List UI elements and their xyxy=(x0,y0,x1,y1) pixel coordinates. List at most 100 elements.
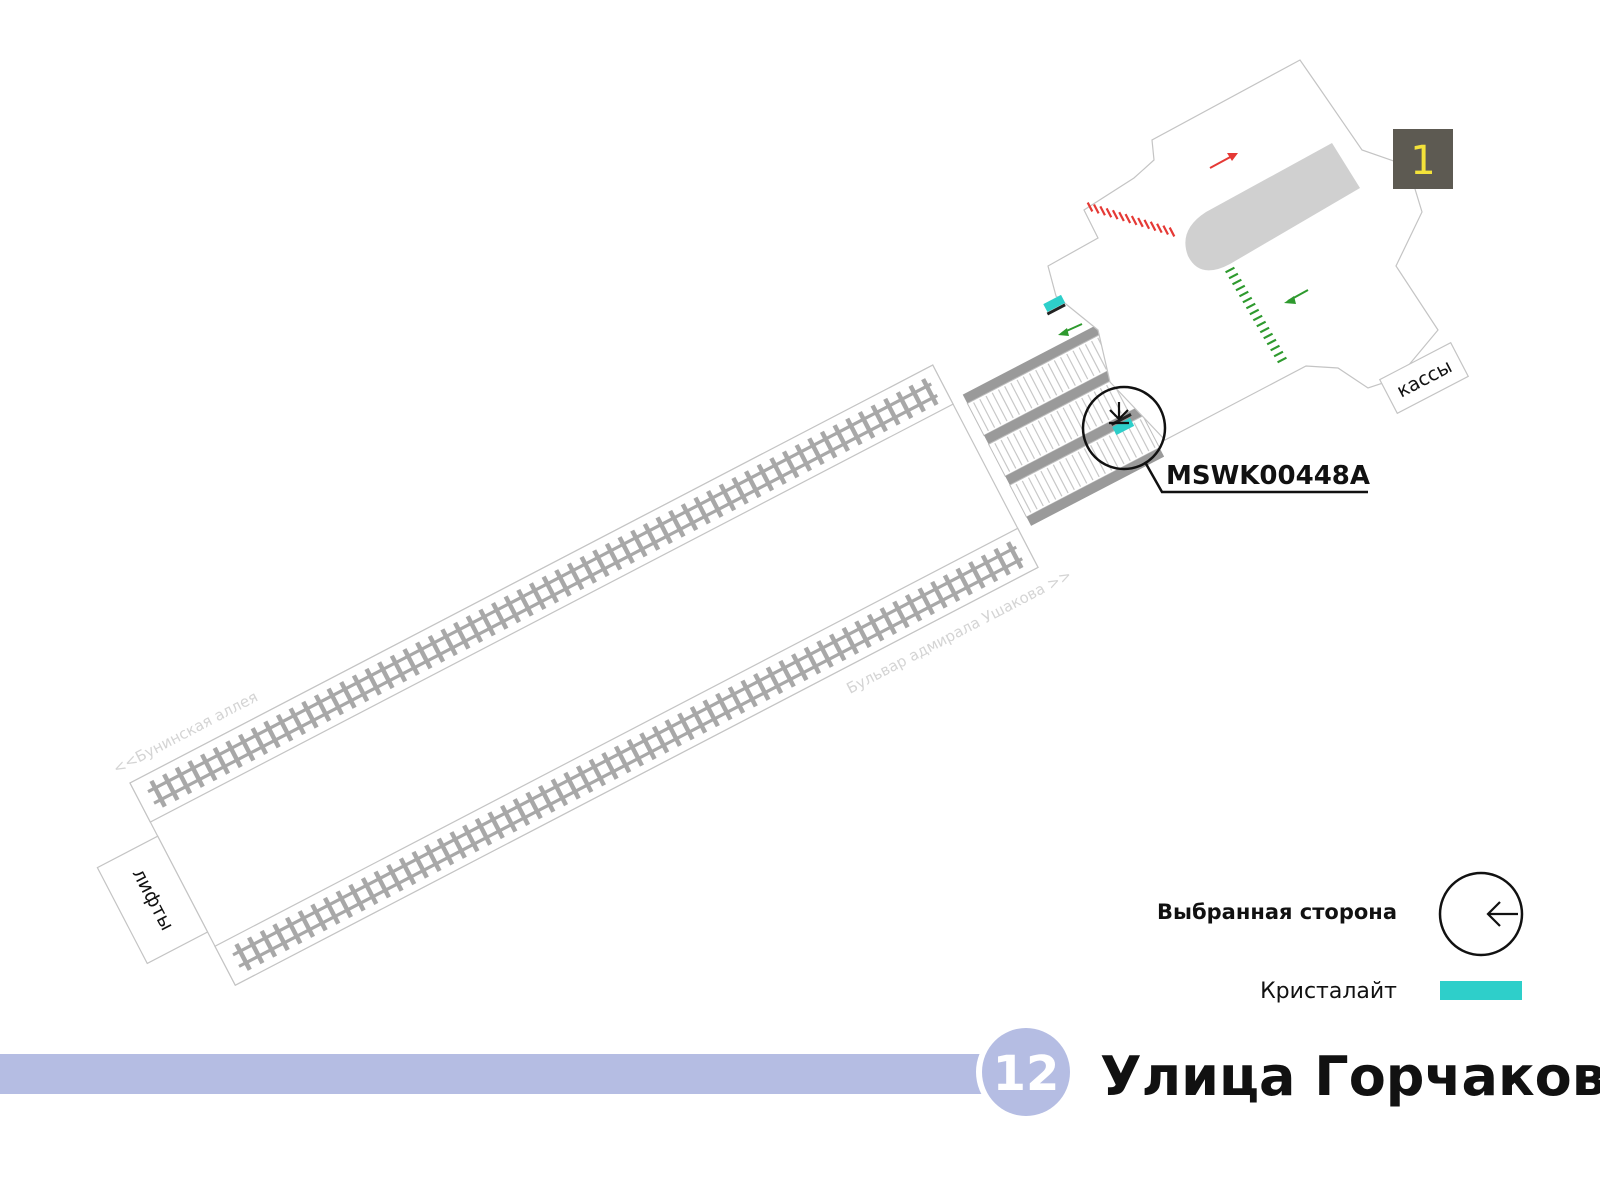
entry-arrow-icon xyxy=(1209,153,1238,169)
track-1-sleeper xyxy=(389,654,408,683)
escalator-3-step xyxy=(1034,474,1051,504)
escalator-rail-3 xyxy=(1005,406,1143,486)
escalator-3-step xyxy=(1065,457,1082,487)
track-2-sleeper xyxy=(538,784,556,813)
escalator-3-step xyxy=(1139,419,1156,449)
exit-turnstiles xyxy=(1225,266,1287,364)
track-2-sleeper xyxy=(803,646,822,675)
track-2-sleeper xyxy=(740,679,758,708)
track-2-sleeper xyxy=(436,837,455,866)
track-1-sleeper xyxy=(351,674,370,703)
track-2-sleeper xyxy=(765,666,784,695)
track-1-sleeper xyxy=(744,470,762,499)
track-2-sleeper xyxy=(980,554,999,583)
track-2-sleeper xyxy=(360,877,379,905)
escalator-2-step xyxy=(1062,407,1079,437)
escalator-1-step xyxy=(1084,344,1101,373)
track-1-sleeper xyxy=(579,555,597,584)
track-1-sleeper xyxy=(149,779,167,808)
track-2-sleeper xyxy=(285,916,303,945)
track-1-sleeper xyxy=(794,443,813,472)
central-structure xyxy=(1185,143,1360,271)
track-1-sleeper xyxy=(630,529,648,558)
escalator-2-step xyxy=(1050,413,1067,443)
track-1-sleeper xyxy=(554,569,572,597)
track-2-sleeper xyxy=(259,929,278,958)
track-1-sleeper xyxy=(731,476,749,505)
entry-turnstiles xyxy=(1086,202,1176,237)
track-2-sleeper xyxy=(234,943,252,971)
track-2-sleeper xyxy=(727,686,746,714)
track-1-sleeper xyxy=(225,740,243,769)
exit-turnstile-mark xyxy=(1270,344,1281,352)
track-1-sleeper xyxy=(301,700,319,729)
track-2-sleeper xyxy=(575,765,594,794)
exit-turnstile-mark xyxy=(1263,332,1274,340)
track-2-sleeper xyxy=(310,903,328,932)
exit-turnstile-mark xyxy=(1242,296,1253,304)
track-1-sleeper xyxy=(162,773,180,802)
track-2-sleeper xyxy=(917,587,935,616)
escalator-rail-4 xyxy=(1026,447,1165,526)
track-2-sleeper xyxy=(500,804,518,833)
escalator-1-step xyxy=(1028,373,1045,403)
callout-leader xyxy=(1143,461,1368,494)
entry-turnstile-mark xyxy=(1105,207,1113,218)
entry-turnstile-mark xyxy=(1168,227,1176,237)
exit-turnstile-mark xyxy=(1252,314,1263,322)
track-2-sleeper xyxy=(1006,541,1024,570)
escalator-3-step xyxy=(1102,438,1119,468)
escalator-rail-2 xyxy=(983,366,1122,445)
escalator-3-step xyxy=(1015,483,1032,513)
escalator-3-step xyxy=(1077,451,1094,481)
track-2-sleeper xyxy=(626,738,644,767)
escalator-2-step xyxy=(1006,436,1023,466)
exit-turnstile-mark xyxy=(1235,284,1246,292)
track-2-sleeper xyxy=(462,824,480,853)
lifts-box xyxy=(96,835,209,965)
track-2-sleeper xyxy=(487,811,505,840)
track-1-sleeper xyxy=(237,733,256,762)
track-1-sleeper xyxy=(465,615,484,643)
escalator-2-step xyxy=(1081,397,1098,427)
track-2-sleeper xyxy=(879,607,897,635)
exit-turnstile-mark xyxy=(1249,308,1260,316)
track-2-sleeper xyxy=(942,574,961,603)
track-1-sleeper xyxy=(453,621,471,650)
escalator-2-step xyxy=(1087,394,1104,424)
escalator-3-step xyxy=(1027,477,1044,507)
track-2-sleeper xyxy=(689,705,708,734)
escalator-3-step xyxy=(1127,425,1144,455)
track-2-sleeper xyxy=(702,699,720,728)
track-1-sleeper xyxy=(503,595,522,624)
exit-turnstile-mark xyxy=(1259,326,1270,334)
track-1-sleeper xyxy=(200,753,218,782)
track-1-sleeper xyxy=(908,384,926,413)
escalator-1-step xyxy=(979,398,996,428)
track-2-sleeper xyxy=(715,692,733,721)
track-2-sleeper xyxy=(613,745,632,774)
escalator-2-step xyxy=(1031,423,1048,453)
track-2-sleeper xyxy=(639,732,657,761)
track-2-sleeper xyxy=(828,633,847,662)
legend-kristalait-swatch xyxy=(1440,981,1522,1000)
escalator-rail-1 xyxy=(962,325,1101,404)
legend-selected-side-circle xyxy=(1438,871,1524,957)
track-2-sleeper xyxy=(677,712,695,741)
track-1-sleeper xyxy=(528,582,547,611)
track-1-sleeper xyxy=(781,450,800,479)
platform-area xyxy=(129,364,1039,987)
entry-turnstile-mark xyxy=(1137,217,1144,228)
track-1-sleeper xyxy=(364,667,382,696)
escalator-1-step xyxy=(1053,360,1070,390)
track-2-sleeper xyxy=(968,561,986,589)
track-2 xyxy=(232,541,1024,971)
track-2-sleeper xyxy=(651,725,670,754)
track-1-sleeper xyxy=(769,457,787,485)
escalator-1-step xyxy=(1060,356,1076,386)
track-1-sleeper xyxy=(642,522,661,551)
escalator-2-step xyxy=(1000,439,1017,469)
escalator-1-step xyxy=(1022,376,1039,406)
escalator-1-step xyxy=(991,392,1008,422)
track-1-sleeper xyxy=(263,720,281,749)
